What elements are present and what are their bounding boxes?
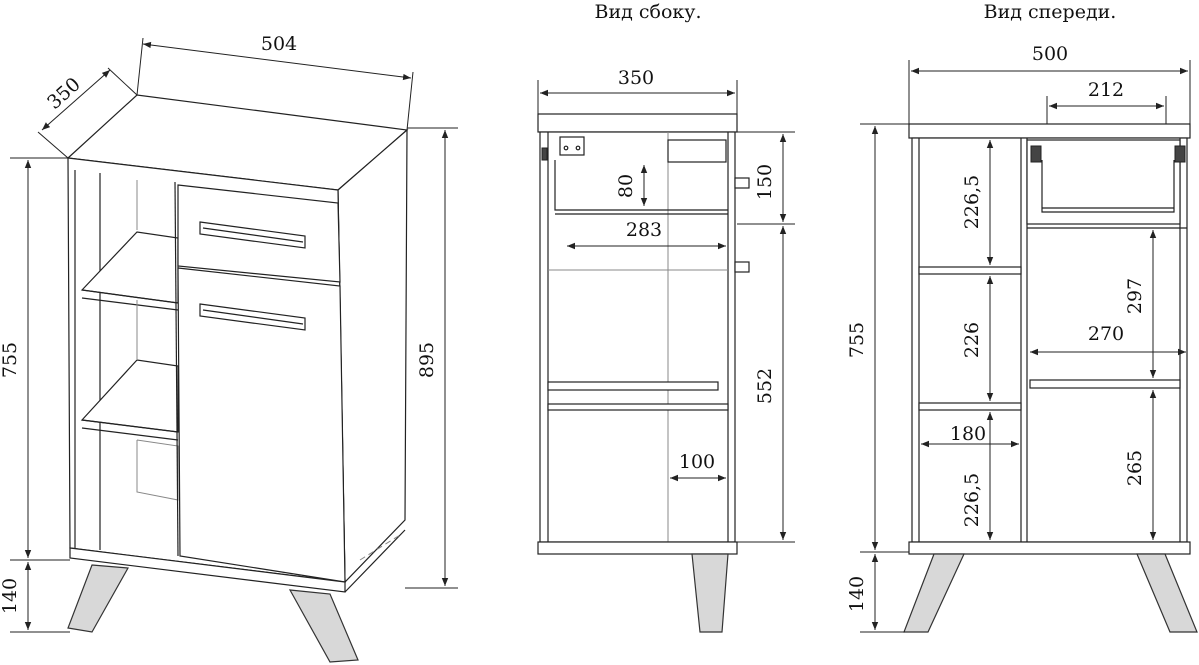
side-drawer-handle <box>734 177 750 189</box>
front-door-top-label: 297 <box>1124 278 1146 314</box>
front-shelf-top-label: 226,5 <box>961 175 983 229</box>
iso-leg-left <box>67 564 129 633</box>
side-leg <box>691 553 729 633</box>
front-door-inner-width-label: 270 <box>1088 323 1124 345</box>
front-shelf-1 <box>918 266 1022 275</box>
front-legs-label: 140 <box>846 576 868 612</box>
iso-total-height-label: 895 <box>416 342 438 378</box>
front-shelf-2 <box>918 402 1022 411</box>
front-view: Вид спереди. 500 212 <box>846 1 1198 633</box>
front-shelf-mid-label: 226 <box>961 322 983 358</box>
front-leg-left <box>903 553 965 633</box>
iso-depth-label: 350 <box>43 73 85 114</box>
front-door-bottom-label: 265 <box>1124 450 1146 486</box>
side-view-title: Вид сбоку. <box>595 1 702 23</box>
iso-leg-right <box>288 589 359 663</box>
iso-drawer-handle <box>199 221 306 249</box>
side-door-handle <box>734 261 750 273</box>
side-offset-label: 100 <box>679 451 715 473</box>
iso-legs-label: 140 <box>0 578 21 614</box>
isometric-view: 504 350 755 140 895 <box>0 33 458 663</box>
front-shelf-bottom-label: 226,5 <box>961 473 983 527</box>
side-door-height-label: 552 <box>754 368 776 404</box>
side-view: Вид сбоку. 350 80 <box>537 1 795 633</box>
front-width-label: 500 <box>1032 43 1068 65</box>
front-leg-right <box>1136 553 1198 633</box>
side-body <box>539 131 736 543</box>
side-drawer-depth-label: 283 <box>626 219 662 241</box>
iso-door-handle <box>199 303 306 331</box>
side-top <box>537 113 738 133</box>
side-depth-label: 350 <box>618 67 654 89</box>
front-view-title: Вид спереди. <box>984 1 1117 23</box>
iso-width-label: 504 <box>261 33 297 55</box>
side-drawer-inner-label: 80 <box>615 174 637 198</box>
front-body-height-label: 755 <box>846 322 868 358</box>
front-shelf-width-label: 180 <box>950 423 986 445</box>
front-top <box>908 123 1191 139</box>
side-drawer-height-label: 150 <box>754 164 776 200</box>
front-drawer-width-label: 212 <box>1088 79 1124 101</box>
iso-side-face <box>337 128 408 584</box>
iso-body-height-label: 755 <box>0 342 21 378</box>
front-drawer <box>1026 139 1181 225</box>
